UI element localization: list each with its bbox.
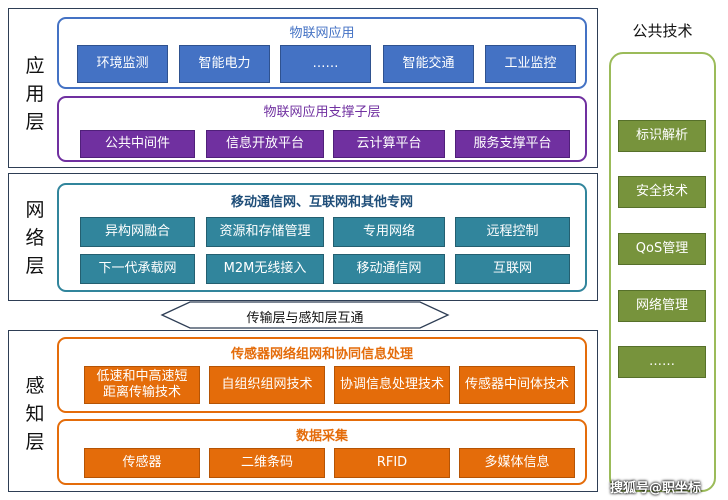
- app-item-environment[interactable]: 环境监测: [77, 45, 168, 83]
- sensor-item-self-organizing[interactable]: 自组织组网技术: [209, 366, 325, 404]
- support-item-cloud[interactable]: 云计算平台: [333, 130, 445, 158]
- network-group-title: 移动通信网、互联网和其他专网: [230, 195, 413, 210]
- network-item-remote-control[interactable]: 远程控制: [455, 217, 570, 247]
- sensor-item-coordination[interactable]: 协调信息处理技术: [334, 366, 450, 404]
- common-item-network-mgmt[interactable]: 网络管理: [618, 290, 706, 322]
- sensor-item-middleware[interactable]: 传感器中间体技术: [459, 366, 575, 404]
- app-item-industrial[interactable]: 工业监控: [485, 45, 576, 83]
- collection-item-multimedia[interactable]: 多媒体信息: [459, 448, 575, 478]
- network-layer-label: 网 络 层: [25, 199, 45, 277]
- network-item-mobile[interactable]: 移动通信网: [333, 254, 445, 284]
- common-tech-frame: [609, 52, 716, 492]
- interconnect-label: 传输层与感知层互通: [246, 311, 364, 326]
- support-item-open-platform[interactable]: 信息开放平台: [206, 130, 324, 158]
- app-item-power[interactable]: 智能电力: [179, 45, 270, 83]
- network-item-storage[interactable]: 资源和存储管理: [206, 217, 324, 247]
- network-item-next-gen[interactable]: 下一代承载网: [80, 254, 195, 284]
- sensor-network-title: 传感器网络组网和协同信息处理: [230, 347, 413, 362]
- network-item-heterogeneous[interactable]: 异构网融合: [80, 217, 195, 247]
- support-item-service[interactable]: 服务支撑平台: [455, 130, 570, 158]
- perception-layer-label: 感 知 层: [25, 375, 45, 453]
- common-item-security[interactable]: 安全技术: [618, 176, 706, 208]
- common-item-ellipsis[interactable]: ……: [618, 346, 706, 378]
- app-item-traffic[interactable]: 智能交通: [383, 45, 474, 83]
- common-tech-title: 公共技术: [632, 22, 693, 40]
- data-collection-title: 数据采集: [295, 429, 348, 444]
- interconnect-arrow: [160, 301, 450, 329]
- support-sublayer-title: 物联网应用支撑子层: [263, 105, 381, 120]
- common-item-identification[interactable]: 标识解析: [618, 120, 706, 152]
- network-item-m2m[interactable]: M2M无线接入: [206, 254, 324, 284]
- app-item-ellipsis[interactable]: ……: [280, 45, 371, 83]
- collection-item-qrcode[interactable]: 二维条码: [209, 448, 325, 478]
- sensor-item-transmission[interactable]: 低速和中高速短距离传输技术: [84, 366, 200, 404]
- support-item-middleware[interactable]: 公共中间件: [80, 130, 195, 158]
- collection-item-sensor[interactable]: 传感器: [84, 448, 200, 478]
- application-layer-label: 应 用 层: [25, 55, 45, 133]
- collection-item-rfid[interactable]: RFID: [334, 448, 450, 478]
- network-item-internet[interactable]: 互联网: [455, 254, 570, 284]
- watermark-text: 搜狐号@职坐标: [610, 481, 702, 496]
- network-item-private[interactable]: 专用网络: [333, 217, 445, 247]
- common-item-qos[interactable]: QoS管理: [618, 233, 706, 265]
- iot-application-title: 物联网应用: [289, 26, 355, 41]
